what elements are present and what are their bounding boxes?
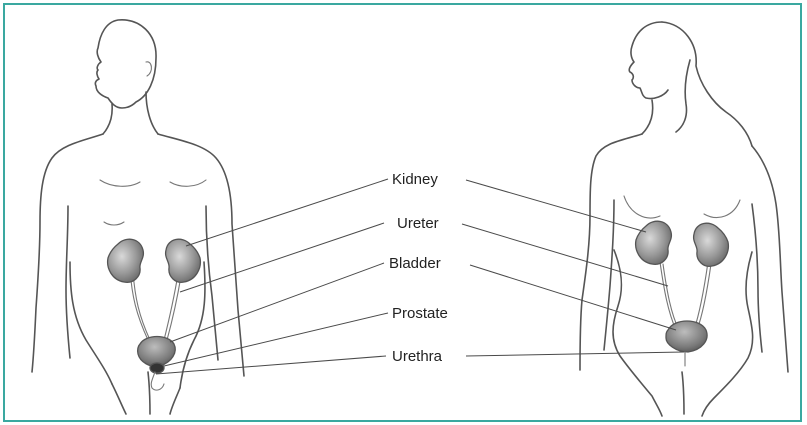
urethra-leader-female (466, 352, 684, 356)
ureter-leader-female (462, 224, 668, 286)
labels: Kidney Ureter Bladder Prostate Urethra (389, 171, 448, 365)
female-bladder (666, 321, 707, 352)
female-figure (580, 22, 788, 416)
urethra-leader-male (156, 356, 386, 374)
label-bladder: Bladder (389, 255, 441, 272)
bladder-leader-male (170, 263, 384, 342)
male-bladder (138, 337, 176, 367)
female-kidney-right (694, 223, 729, 266)
label-prostate: Prostate (392, 305, 448, 322)
male-kidney-right (166, 239, 201, 282)
male-urethra (151, 372, 164, 390)
label-urethra: Urethra (392, 348, 443, 365)
label-kidney: Kidney (392, 171, 438, 188)
male-prostate (150, 363, 164, 373)
ureter-leader-male (180, 223, 384, 292)
female-urinary-organs (636, 221, 729, 366)
label-ureter: Ureter (397, 215, 439, 232)
male-urinary-organs (108, 239, 201, 390)
male-kidney-left (108, 239, 144, 282)
male-ureter-right (164, 274, 178, 340)
kidney-leader-male (186, 179, 388, 246)
female-kidney-left (636, 221, 672, 264)
bladder-leader-female (470, 265, 676, 330)
kidney-leader-female (466, 180, 646, 232)
